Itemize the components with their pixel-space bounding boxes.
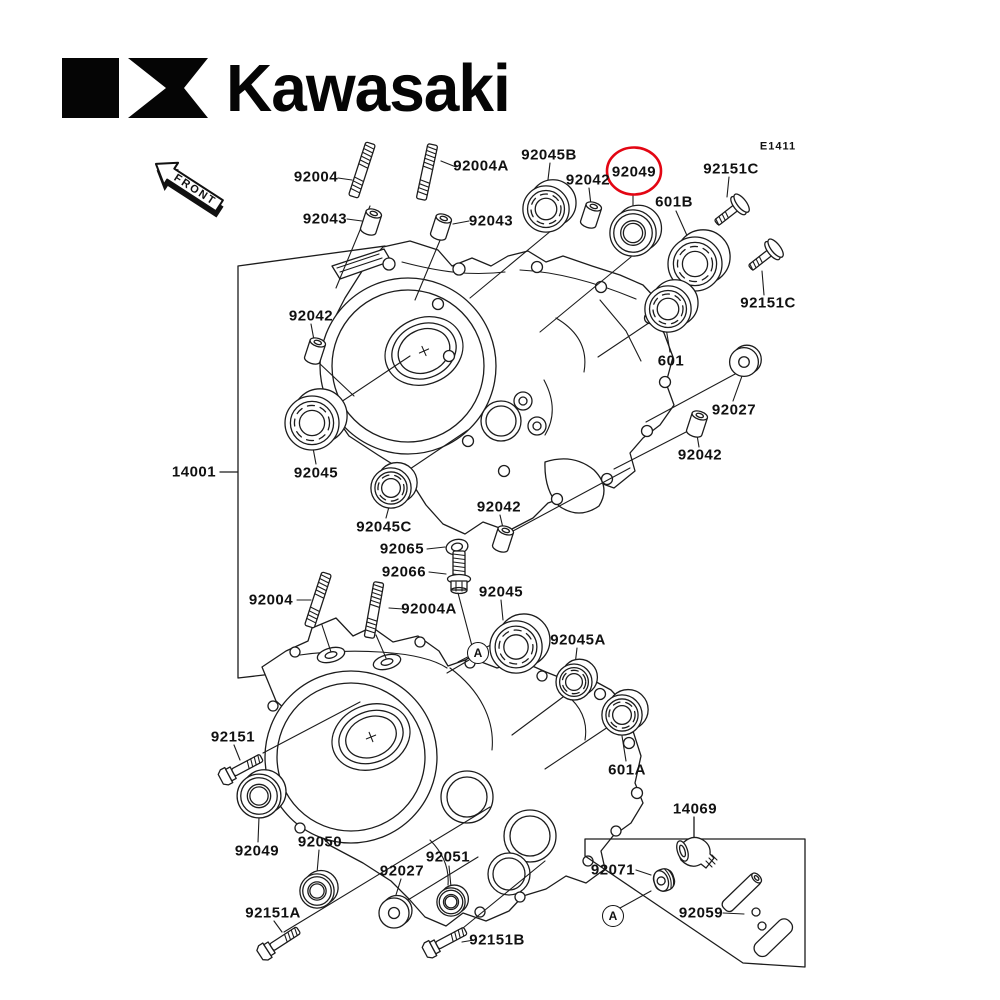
part-label-92049: 92049 (234, 842, 280, 860)
part-label-601: 601 (657, 352, 685, 370)
breather-tube-92059 (721, 872, 794, 958)
seal-92049-top (609, 204, 662, 257)
part-label-92049-highlighted: 92049 (611, 163, 657, 181)
part-label-92045: 92045 (478, 583, 524, 601)
part-label-92027: 92027 (711, 401, 757, 419)
part-label-92042: 92042 (476, 498, 522, 516)
part-label-92045B: 92045B (521, 146, 577, 164)
bearing-92045c (370, 462, 418, 509)
elbow-fitting (676, 836, 718, 869)
part-label-92151B: 92151B (469, 931, 525, 949)
ref-marker-a-1: A (467, 642, 489, 664)
screw-92151c-bottom (742, 236, 787, 278)
part-label-92042: 92042 (565, 171, 611, 189)
plug-92071 (652, 868, 676, 892)
part-label-92043: 92043 (302, 210, 348, 228)
part-label-92065: 92065 (379, 540, 425, 558)
screw-92151c-top (708, 191, 753, 233)
washer-92027-top (729, 344, 762, 377)
kawasaki-flag-icon (62, 58, 208, 118)
part-label-92151C: 92151C (703, 160, 759, 178)
fiche-code-E1411: E1411 (759, 140, 797, 153)
collar-92043-right (428, 211, 454, 243)
collar-92042-mid (490, 523, 516, 555)
part-label-92004A: 92004A (401, 600, 457, 618)
stud-92004a-bottom (363, 580, 385, 640)
front-arrow-icon (154, 161, 224, 218)
part-label-14001: 14001 (171, 463, 217, 481)
collar-92042-right (684, 408, 710, 440)
collar-92042-top (578, 199, 604, 231)
part-label-92050: 92050 (297, 833, 343, 851)
highlight-circle (605, 146, 663, 196)
part-label-92042: 92042 (288, 307, 334, 325)
washer-92027-bottom (378, 895, 413, 929)
part-label-14069: 14069 (672, 800, 718, 818)
bearing-92045-left (284, 388, 348, 451)
seal-92049-bottom (236, 769, 287, 819)
part-label-92151: 92151 (210, 728, 256, 746)
bearing-601 (644, 279, 699, 333)
part-label-92151C: 92151C (740, 294, 796, 312)
part-label-601A: 601A (608, 761, 646, 779)
bearing-92045-bottom (489, 613, 551, 674)
part-label-92066: 92066 (381, 563, 427, 581)
part-label-92071: 92071 (590, 861, 636, 879)
part-label-92004A: 92004A (453, 157, 509, 175)
part-label-92045C: 92045C (356, 518, 412, 536)
part-label-92051: 92051 (425, 848, 471, 866)
part-label-92004: 92004 (293, 168, 339, 186)
ref-marker-a-2: A (602, 905, 624, 927)
part-label-601B: 601B (655, 193, 693, 211)
kawasaki-logo: Kawasaki (62, 50, 511, 126)
logo-text: Kawasaki (226, 50, 511, 126)
part-label-92004: 92004 (248, 591, 294, 609)
part-label-92151A: 92151A (245, 904, 301, 922)
part-label-92042: 92042 (677, 446, 723, 464)
stud-92004-top (347, 141, 377, 199)
part-label-92045: 92045 (293, 464, 339, 482)
stud-92004a-top (415, 142, 439, 202)
part-label-92045A: 92045A (550, 631, 606, 649)
collar-92043-left (358, 206, 384, 238)
part-label-92043: 92043 (468, 212, 514, 230)
part-label-92027: 92027 (379, 862, 425, 880)
part-label-92059: 92059 (678, 904, 724, 922)
bolt-92066 (446, 550, 472, 595)
